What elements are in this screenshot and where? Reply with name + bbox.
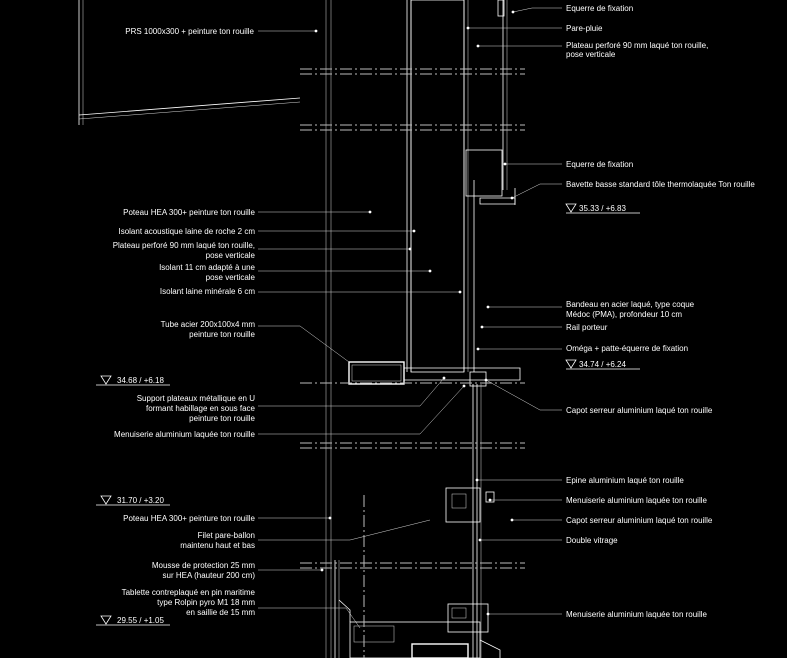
label-tablette-2: type Rolpin pyro M1 18 mm [157, 598, 255, 607]
label-tube-acier-2: peinture ton rouille [189, 330, 255, 339]
label-epine: Epine aluminium laqué ton rouille [566, 476, 684, 485]
label-prs: PRS 1000x300 + peinture ton rouille [125, 27, 254, 36]
label-tablette: Tablette contreplaqué en pin maritime [122, 588, 256, 597]
level-marker-29-55: 29.55 / +1.05 [96, 615, 170, 626]
level-text: 29.55 / +1.05 [117, 616, 164, 625]
label-bavette: Bavette basse standard tôle thermolaquée… [566, 180, 755, 189]
label-isolant-11: Isolant 11 cm adapté à une [159, 263, 255, 272]
label-plateau-perfore-left-2: pose verticale [206, 251, 256, 260]
level-marker-34-68: 34.68 / +6.18 [96, 375, 170, 386]
label-support-plateaux-3: peinture ton rouille [189, 414, 255, 423]
label-menuiserie-left: Menuiserie aluminium laquée ton rouille [114, 430, 256, 439]
label-filet-2: maintenu haut et bas [180, 541, 255, 550]
label-capot-serreur-2: Capot serreur aluminium laqué ton rouill… [566, 516, 713, 525]
label-tube-acier: Tube acier 200x100x4 mm [161, 320, 256, 329]
label-omega: Oméga + patte-équerre de fixation [566, 344, 688, 353]
insulation-hatch [410, 0, 465, 373]
label-equerre-2: Equerre de fixation [566, 160, 633, 169]
annotations-left: PRS 1000x300 + peinture ton rouille Pote… [113, 27, 256, 617]
label-capot-serreur-1: Capot serreur aluminium laqué ton rouill… [566, 406, 713, 415]
leaders-left [258, 29, 466, 629]
level-text: 34.68 / +6.18 [117, 376, 164, 385]
label-isolant-minerale: Isolant laine minérale 6 cm [160, 287, 255, 296]
label-equerre-1: Equerre de fixation [566, 4, 633, 13]
label-tablette-3: en saillie de 15 mm [186, 608, 255, 617]
label-isolant-11-2: pose verticale [206, 273, 256, 282]
level-marker-34-74: 34.74 / +6.24 [565, 359, 640, 370]
grid-lines [300, 68, 525, 658]
label-menuiserie-1: Menuiserie aluminium laquée ton rouille [566, 496, 708, 505]
wall-structure [78, 0, 521, 658]
label-poteau-hea-2: Poteau HEA 300+ peinture ton rouille [123, 514, 255, 523]
level-marker-35-33: 35.33 / +6.83 [565, 203, 640, 214]
label-double-vitrage: Double vitrage [566, 536, 618, 545]
label-filet: Filet pare-ballon [198, 531, 255, 540]
label-menuiserie-2: Menuiserie aluminium laquée ton rouille [566, 610, 708, 619]
leaders-right [466, 7, 562, 616]
label-mousse-2: sur HEA (hauteur 200 cm) [163, 571, 256, 580]
label-support-plateaux: Support plateaux métallique en U [137, 394, 256, 403]
label-bandeau: Bandeau en acier laqué, type coque [566, 300, 695, 309]
level-text: 34.74 / +6.24 [579, 360, 626, 369]
level-text: 31.70 / +3.20 [117, 496, 164, 505]
label-isolant-acoustique: Isolant acoustique laine de roche 2 cm [118, 227, 255, 236]
label-rail-porteur: Rail porteur [566, 323, 608, 332]
label-bandeau-2: Médoc (PMA), profondeur 10 cm [566, 310, 682, 319]
annotations-right: Equerre de fixation Pare-pluie Plateau p… [566, 4, 755, 619]
level-markers: 35.33 / +6.83 34.68 / +6.18 34.74 / +6.2… [96, 203, 640, 626]
label-plateau-perfore: Plateau perforé 90 mm laqué ton rouille, [566, 41, 708, 50]
level-text: 35.33 / +6.83 [579, 204, 626, 213]
label-plateau-perfore-left: Plateau perforé 90 mm laqué ton rouille, [113, 241, 255, 250]
label-pare-pluie: Pare-pluie [566, 24, 603, 33]
label-mousse: Mousse de protection 25 mm [152, 561, 255, 570]
level-marker-31-70: 31.70 / +3.20 [96, 495, 170, 506]
label-plateau-perfore-2: pose verticale [566, 50, 616, 59]
label-support-plateaux-2: formant habillage en sous face [146, 404, 256, 413]
label-poteau-hea-1: Poteau HEA 300+ peinture ton rouille [123, 208, 255, 217]
bottom-panel [349, 621, 481, 658]
steel-tube [348, 361, 405, 385]
